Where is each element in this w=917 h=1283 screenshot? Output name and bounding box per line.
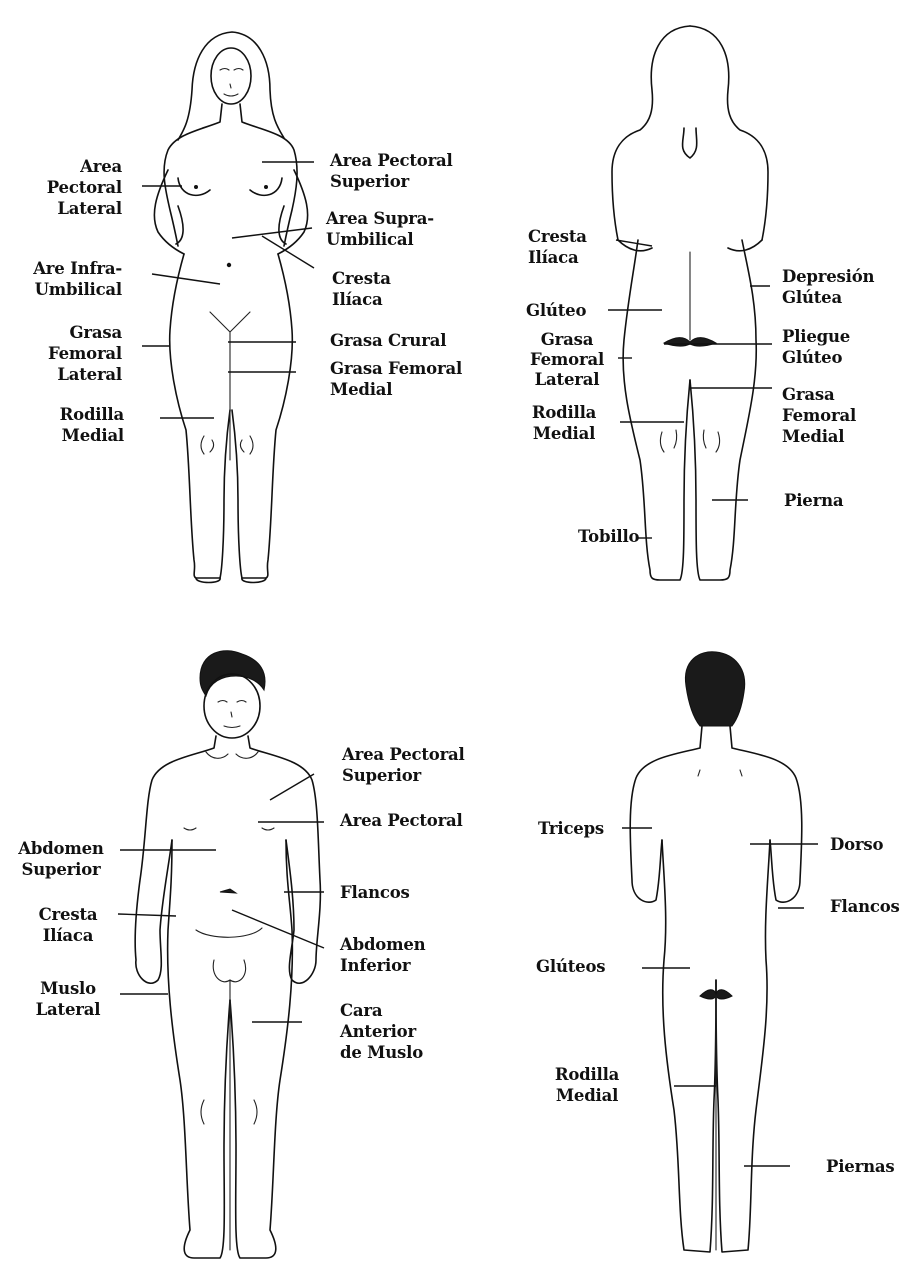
label-female-back-pierna: Pierna — [784, 490, 884, 511]
label-male-front-abdomen-inferior: Abdomen Inferior — [340, 934, 460, 976]
label-female-front-cresta-iliaca: Cresta Ilíaca — [332, 268, 452, 310]
label-female-front-are-infra-umbilical: Are Infra- Umbilical — [10, 258, 122, 300]
label-female-back-cresta-iliaca: Cresta Ilíaca — [528, 226, 608, 268]
label-male-back-rodilla-medial: Rodilla Medial — [534, 1064, 640, 1106]
label-male-front-abdomen-superior: Abdomen Superior — [6, 838, 116, 880]
label-female-front-grasa-femoral-lateral: Grasa Femoral Lateral — [18, 322, 122, 385]
label-male-back-flancos: Flancos — [830, 896, 914, 917]
label-male-back-piernas: Piernas — [826, 1156, 912, 1177]
label-female-back-tobillo: Tobillo — [578, 526, 658, 547]
label-male-front-muslo-lateral: Muslo Lateral — [20, 978, 116, 1020]
label-female-back-pliegue-gluteo: Pliegue Glúteo — [782, 326, 882, 368]
label-female-front-grasa-femoral-medial: Grasa Femoral Medial — [330, 358, 490, 400]
label-female-back-gluteo: Glúteo — [526, 300, 606, 321]
label-male-front-area-pectoral-superior: Area Pectoral Superior — [342, 744, 502, 786]
label-male-back-triceps: Triceps — [538, 818, 628, 839]
label-male-front-cresta-iliaca: Cresta Ilíaca — [20, 904, 116, 946]
label-female-front-rodilla-medial: Rodilla Medial — [18, 404, 124, 446]
label-female-back-rodilla-medial: Rodilla Medial — [514, 402, 614, 444]
label-male-front-area-pectoral: Area Pectoral — [340, 810, 500, 831]
label-female-front-area-supra-umbilical: Area Supra- Umbilical — [326, 208, 486, 250]
label-male-back-gluteos: Glúteos — [536, 956, 636, 977]
label-female-back-grasa-femoral-lateral: Grasa Femoral Lateral — [514, 330, 620, 390]
label-female-back-grasa-femoral-medial: Grasa Femoral Medial — [782, 384, 882, 447]
female-front-figure — [154, 32, 307, 583]
female-back-figure — [612, 26, 768, 580]
label-female-front-area-pectoral-lateral: Area Pectoral Lateral — [18, 156, 122, 219]
male-front-figure — [135, 651, 320, 1258]
label-male-front-cara-anterior-de-muslo: Cara Anterior de Muslo — [340, 1000, 460, 1063]
label-female-front-area-pectoral-superior: Area Pectoral Superior — [330, 150, 490, 192]
label-male-front-flancos: Flancos — [340, 882, 460, 903]
label-male-back-dorso: Dorso — [830, 834, 910, 855]
label-female-front-grasa-crural: Grasa Crural — [330, 330, 490, 351]
male-back-figure — [630, 652, 802, 1252]
label-female-back-depresion-glutea: Depresión Glútea — [782, 266, 902, 308]
